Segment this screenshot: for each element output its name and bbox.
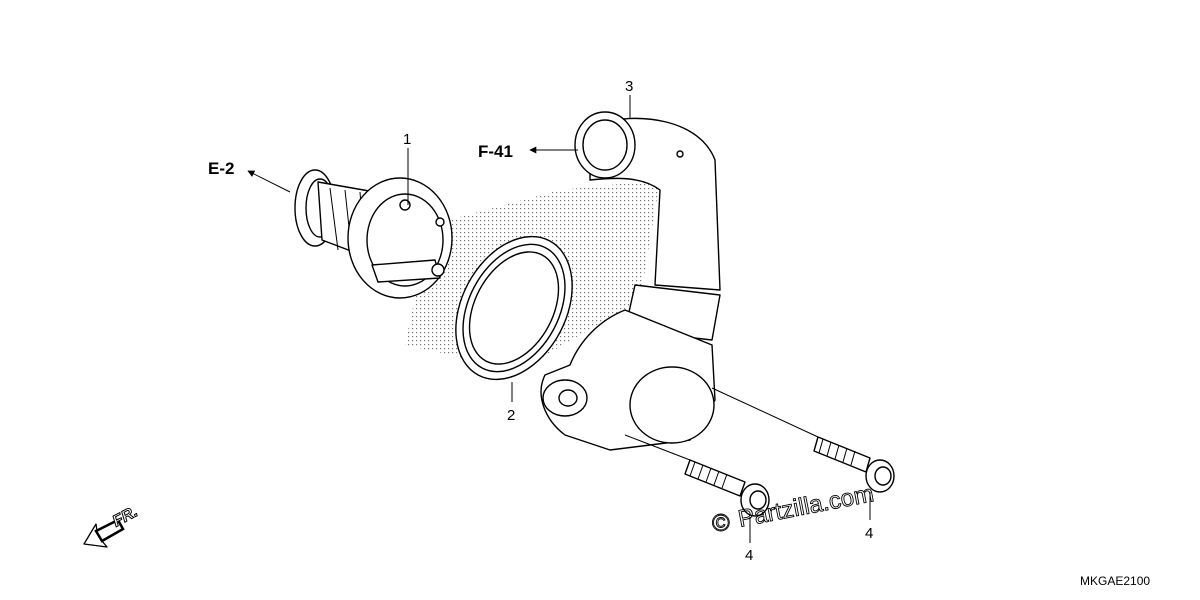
callout-part-1: 1 <box>403 131 411 148</box>
reference-f41: F-41 <box>478 142 513 161</box>
front-direction-arrow-icon <box>83 518 125 548</box>
e2-reference-arrow <box>247 170 291 193</box>
callout-part-4b: 4 <box>865 525 873 542</box>
flange-bolt-part-a[interactable] <box>684 459 770 517</box>
thermostat-cover-pipe-part[interactable] <box>540 111 721 451</box>
watermark-symbol: © <box>712 510 730 537</box>
reference-e2: E-2 <box>208 159 234 178</box>
thermostat-part[interactable] <box>294 169 453 299</box>
bolt-b-alignment-line <box>711 387 819 438</box>
bolt-a-alignment-line <box>624 434 691 461</box>
callout-part-2: 2 <box>507 407 515 424</box>
callout-part-4a: 4 <box>745 547 753 564</box>
flange-bolt-part-b[interactable] <box>813 436 895 493</box>
diagram-code: MKGAE2100 <box>1080 574 1150 588</box>
callout-part-3: 3 <box>625 78 633 95</box>
o-ring-part[interactable] <box>432 216 595 399</box>
